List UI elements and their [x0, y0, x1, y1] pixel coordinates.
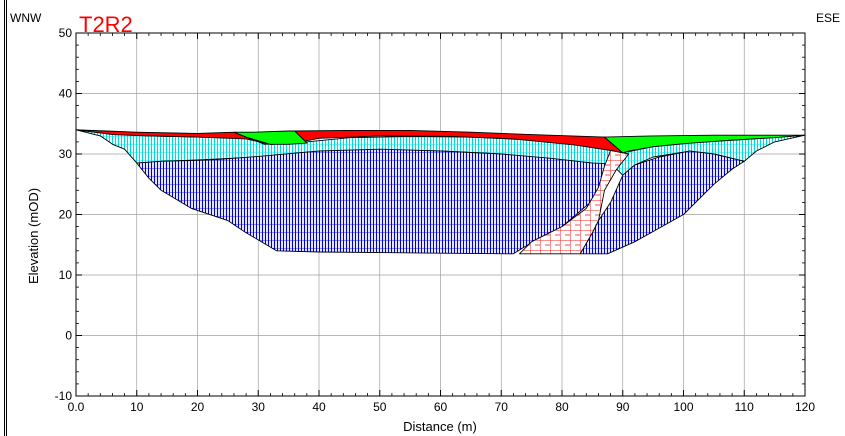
y-tick-label: 50: [59, 26, 73, 40]
right-direction-label: ESE: [816, 11, 840, 25]
x-tick-label: 110: [735, 400, 754, 414]
x-tick-label: 0.0: [68, 400, 85, 414]
chart-title: T2R2: [79, 12, 133, 37]
y-tick-label: 0: [65, 329, 72, 343]
window-left-rule: [6, 0, 7, 436]
layer-polygon-2: [604, 134, 806, 154]
x-tick-label: 120: [795, 400, 815, 414]
x-tick-label: 50: [373, 400, 387, 414]
x-tick-label: 60: [434, 400, 448, 414]
y-tick-label: 40: [59, 87, 73, 101]
x-tick-label: 20: [191, 400, 205, 414]
x-tick-label: 10: [130, 400, 144, 414]
y-tick-label: 10: [59, 268, 73, 282]
y-tick-label: 30: [59, 147, 73, 161]
layer-polygon-1: [233, 130, 308, 145]
x-tick-label: 100: [673, 400, 693, 414]
axis-ticks: 0.0 10 20 30 40 50 60 70 80 90 100 110 120 -10 0 10 20 30…: [55, 26, 816, 414]
window-left-border: [0, 0, 5, 436]
x-tick-label: 40: [312, 400, 326, 414]
x-tick-label: 80: [555, 400, 569, 414]
x-tick-label: 70: [495, 400, 509, 414]
layer-polygon-6: [519, 149, 630, 255]
x-tick-label: 90: [616, 400, 630, 414]
left-direction-label: WNW: [10, 11, 42, 25]
y-axis-title: Elevation (mOD): [26, 188, 41, 284]
y-tick-label: 20: [59, 208, 73, 222]
layer-areas: [75, 129, 806, 255]
y-tick-label: -10: [55, 389, 73, 403]
x-tick-label: 30: [252, 400, 266, 414]
x-axis-title: Distance (m): [403, 419, 477, 434]
